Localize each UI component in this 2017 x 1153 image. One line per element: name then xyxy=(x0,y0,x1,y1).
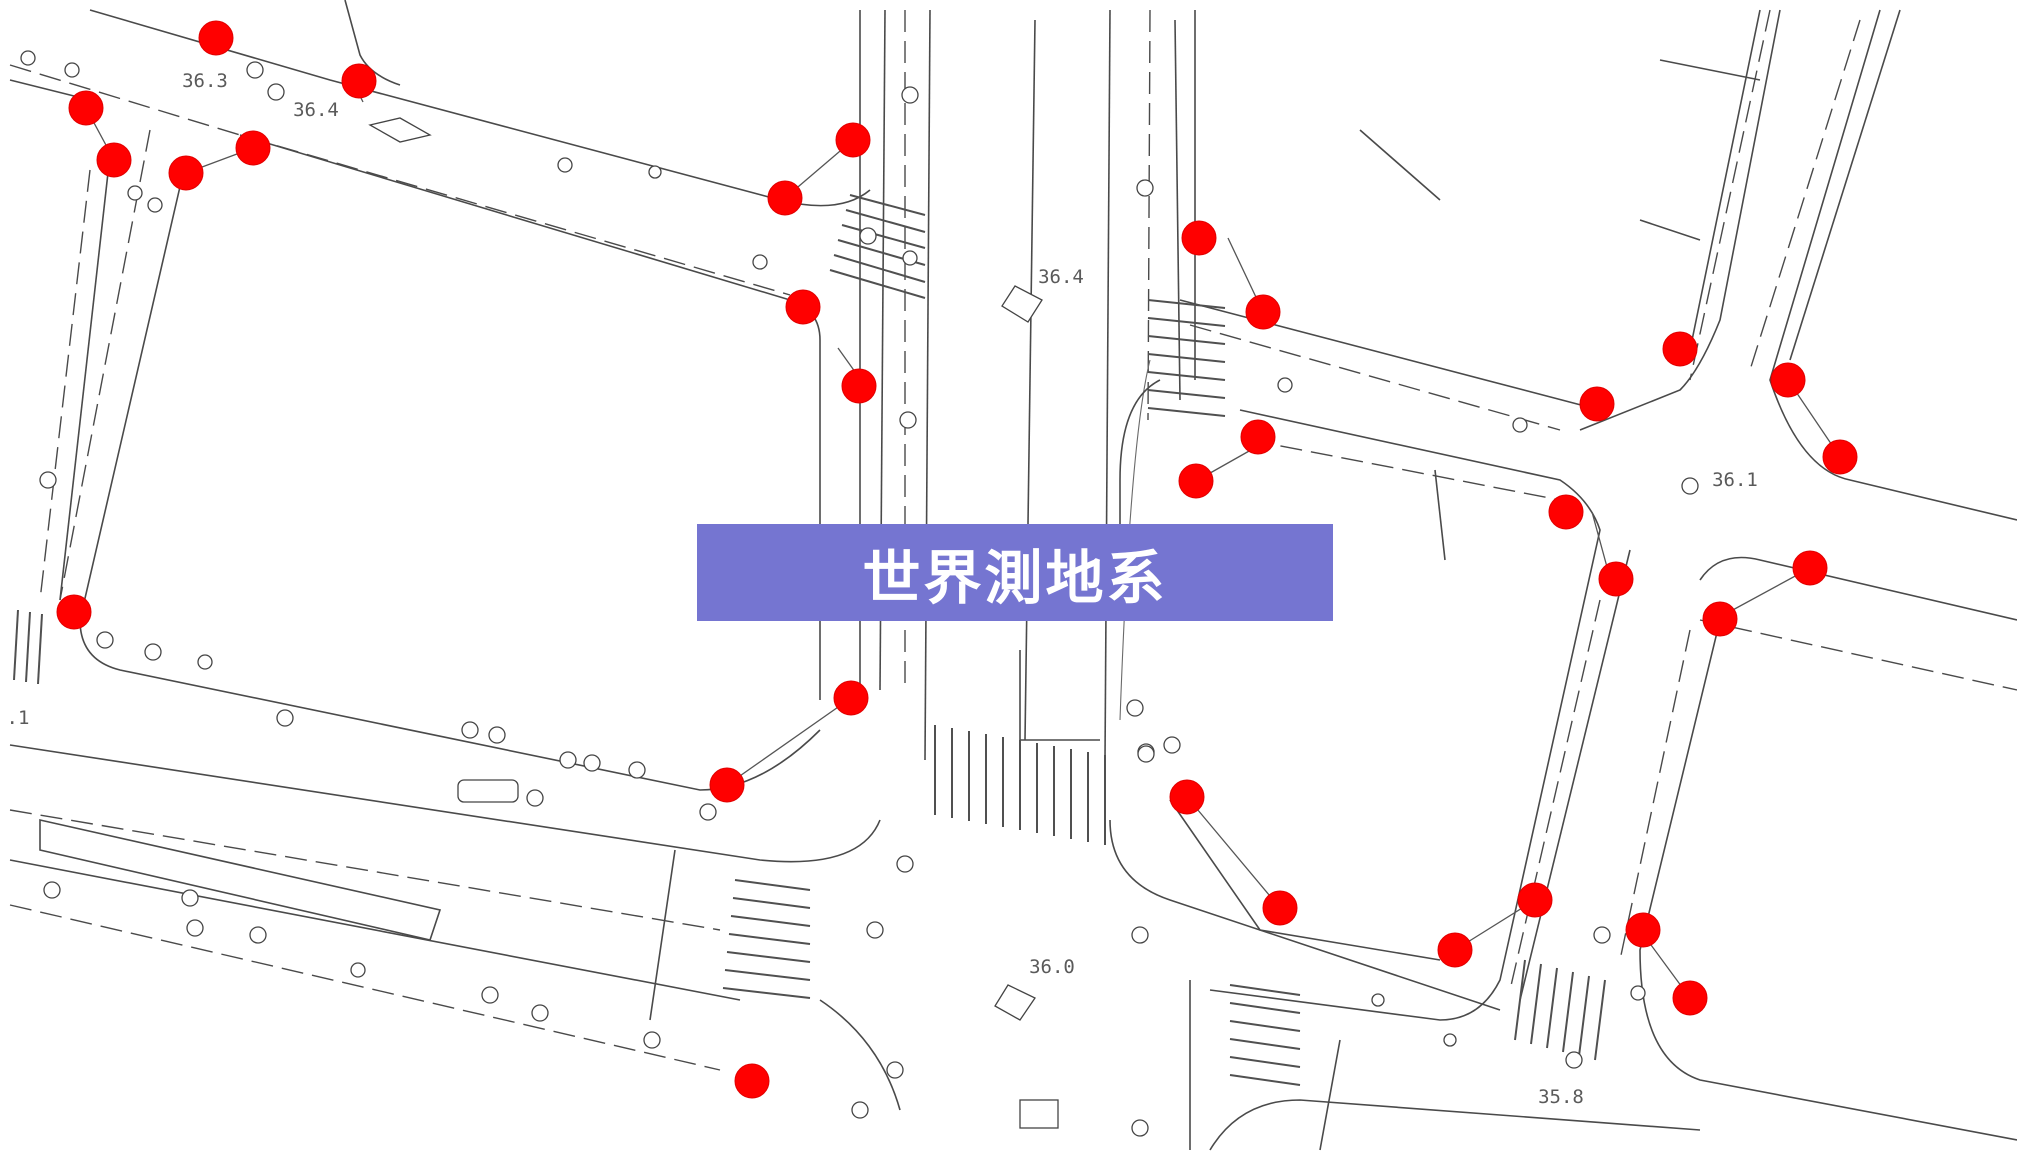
survey-marker[interactable] xyxy=(767,180,803,216)
survey-marker[interactable] xyxy=(235,130,271,166)
survey-marker[interactable] xyxy=(198,20,234,56)
title-banner: 世界測地系 xyxy=(697,524,1333,621)
survey-marker[interactable] xyxy=(1437,932,1473,968)
survey-marker[interactable] xyxy=(68,90,104,126)
survey-marker[interactable] xyxy=(833,680,869,716)
survey-marker[interactable] xyxy=(709,767,745,803)
elevation-label: 35.8 xyxy=(1538,1086,1584,1108)
elevation-label: 36.4 xyxy=(293,99,339,121)
banner-title: 世界測地系 xyxy=(862,543,1168,612)
survey-marker[interactable] xyxy=(1662,331,1698,367)
survey-marker[interactable] xyxy=(1169,779,1205,815)
survey-marker[interactable] xyxy=(1598,561,1634,597)
elevation-label: .1 xyxy=(6,707,30,729)
crosswalks xyxy=(13,194,1606,1086)
elevation-label: 36.3 xyxy=(182,70,228,92)
survey-marker[interactable] xyxy=(734,1063,770,1099)
survey-marker[interactable] xyxy=(1548,494,1584,530)
survey-marker[interactable] xyxy=(1517,882,1553,918)
survey-marker[interactable] xyxy=(341,63,377,99)
survey-marker[interactable] xyxy=(785,289,821,325)
survey-marker[interactable] xyxy=(1245,294,1281,330)
survey-marker[interactable] xyxy=(96,142,132,178)
survey-marker[interactable] xyxy=(1240,419,1276,455)
survey-marker[interactable] xyxy=(1792,550,1828,586)
elevation-label: 36.0 xyxy=(1029,956,1075,978)
survey-marker[interactable] xyxy=(1178,463,1214,499)
survey-marker[interactable] xyxy=(1702,601,1738,637)
survey-markers xyxy=(56,20,1858,1099)
map-symbols xyxy=(20,50,1699,1137)
survey-marker[interactable] xyxy=(1579,386,1615,422)
survey-marker[interactable] xyxy=(168,155,204,191)
survey-marker[interactable] xyxy=(56,594,92,630)
survey-marker[interactable] xyxy=(1672,980,1708,1016)
survey-marker[interactable] xyxy=(1625,912,1661,948)
survey-marker[interactable] xyxy=(835,122,871,158)
survey-marker[interactable] xyxy=(1770,362,1806,398)
elevation-label: 36.4 xyxy=(1038,266,1084,288)
elevation-label: 36.1 xyxy=(1712,469,1758,491)
survey-marker[interactable] xyxy=(1181,220,1217,256)
survey-marker[interactable] xyxy=(841,368,877,404)
survey-marker[interactable] xyxy=(1262,890,1298,926)
survey-marker[interactable] xyxy=(1822,439,1858,475)
